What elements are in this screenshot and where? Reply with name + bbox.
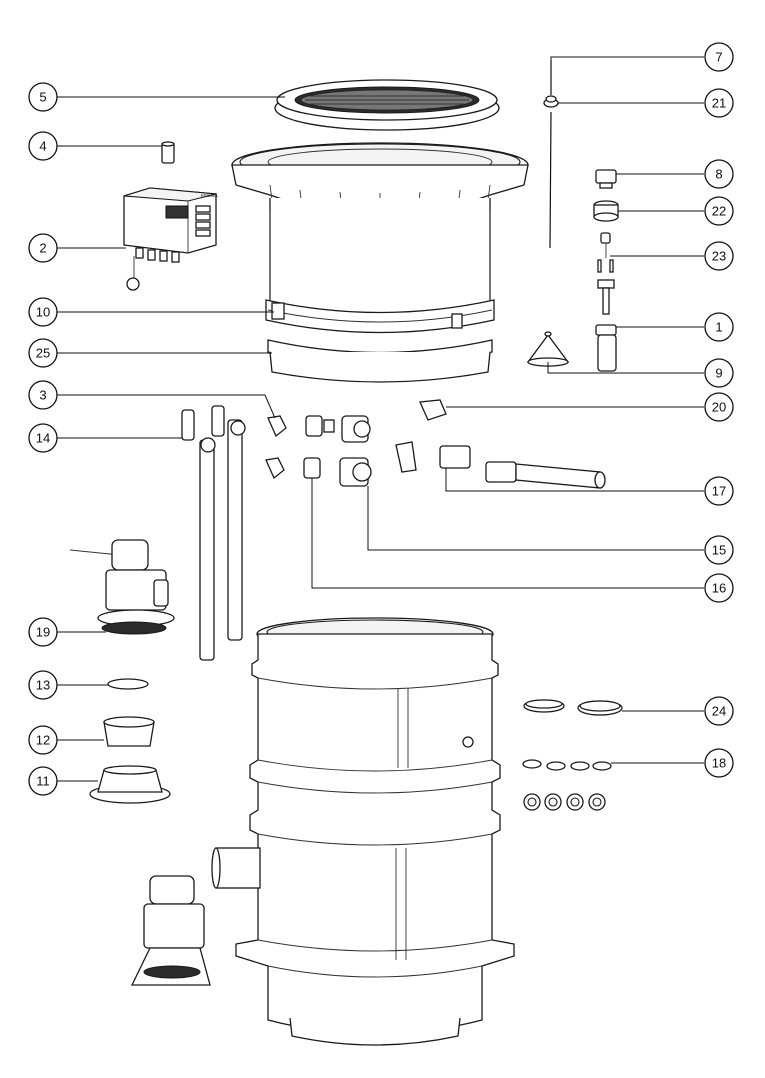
part-10-clamp-ring bbox=[265, 299, 495, 334]
main-tank-body bbox=[211, 617, 515, 1046]
callout-label: 22 bbox=[712, 204, 726, 219]
callout-25: 25 bbox=[28, 338, 58, 368]
part-23-sensor bbox=[597, 232, 615, 315]
callout-21: 21 bbox=[704, 88, 734, 118]
callout-label: 8 bbox=[715, 167, 722, 182]
callout-10: 10 bbox=[28, 297, 58, 327]
part-1-filter bbox=[595, 324, 617, 372]
part-3-valve-clips bbox=[265, 415, 287, 480]
callout-2: 2 bbox=[28, 233, 58, 263]
callout-8: 8 bbox=[704, 159, 734, 189]
part-9-funnel bbox=[526, 331, 570, 367]
callout-15: 15 bbox=[704, 535, 734, 565]
callout-11: 11 bbox=[28, 766, 58, 796]
part-17-discharge-pipe bbox=[395, 441, 606, 489]
callout-5: 5 bbox=[28, 82, 58, 112]
callout-14: 14 bbox=[28, 423, 58, 453]
telescopic-top-section bbox=[231, 142, 529, 321]
callout-label: 20 bbox=[712, 400, 726, 415]
part-19-pump bbox=[69, 539, 175, 635]
brand-label: KESSEL bbox=[201, 193, 219, 198]
callout-23: 23 bbox=[704, 241, 734, 271]
callout-7: 7 bbox=[704, 42, 734, 72]
part-8-connector bbox=[595, 169, 617, 189]
part-25-seal bbox=[267, 339, 493, 383]
callout-label: 24 bbox=[712, 704, 726, 719]
leader-lines bbox=[57, 56, 704, 782]
callout-label: 1 bbox=[715, 320, 722, 335]
callout-12: 12 bbox=[28, 725, 58, 755]
callout-label: 18 bbox=[712, 756, 726, 771]
callout-label: 16 bbox=[712, 581, 726, 596]
callout-label: 4 bbox=[39, 139, 46, 154]
callout-label: 9 bbox=[715, 366, 722, 381]
callout-label: 5 bbox=[39, 90, 46, 105]
part-22-adapter bbox=[593, 200, 619, 222]
callout-9: 9 bbox=[704, 358, 734, 388]
callout-label: 14 bbox=[36, 431, 50, 446]
callout-label: 13 bbox=[36, 678, 50, 693]
pump-assembly-lower bbox=[130, 875, 211, 986]
part-14-riser-pipes bbox=[181, 405, 246, 661]
callout-22: 22 bbox=[704, 196, 734, 226]
callout-label: 25 bbox=[36, 346, 50, 361]
callout-label: 2 bbox=[39, 241, 46, 256]
part-13-disk bbox=[107, 678, 149, 690]
part-15-valve-heads bbox=[339, 415, 372, 487]
callout-label: 12 bbox=[36, 733, 50, 748]
callout-label: 10 bbox=[36, 305, 50, 320]
part-5-cover-grate bbox=[274, 79, 500, 131]
callout-20: 20 bbox=[704, 392, 734, 422]
callout-label: 7 bbox=[715, 50, 722, 65]
callout-label: 15 bbox=[712, 543, 726, 558]
part-16-valve-bodies bbox=[303, 415, 335, 479]
callout-24: 24 bbox=[704, 696, 734, 726]
callout-1: 1 bbox=[704, 312, 734, 342]
callout-19: 19 bbox=[28, 617, 58, 647]
callout-4: 4 bbox=[28, 131, 58, 161]
callout-13: 13 bbox=[28, 670, 58, 700]
callout-label: 21 bbox=[712, 96, 726, 111]
callout-label: 17 bbox=[712, 484, 726, 499]
part-11-base bbox=[89, 765, 171, 804]
part-12-basket bbox=[103, 716, 155, 747]
part-2-control-unit: KESSEL bbox=[123, 187, 219, 291]
part-7-21-probe-rod bbox=[543, 60, 559, 249]
callout-label: 19 bbox=[36, 625, 50, 640]
part-18-small-seals bbox=[522, 759, 612, 811]
callout-18: 18 bbox=[704, 748, 734, 778]
part-4-plug bbox=[161, 141, 175, 164]
callout-3: 3 bbox=[28, 380, 58, 410]
callout-label: 11 bbox=[36, 774, 50, 789]
callout-label: 23 bbox=[712, 249, 726, 264]
callout-16: 16 bbox=[704, 573, 734, 603]
callout-17: 17 bbox=[704, 476, 734, 506]
callout-label: 3 bbox=[39, 388, 46, 403]
part-24-seal-rings bbox=[523, 699, 623, 716]
part-20-bracket bbox=[419, 399, 447, 421]
